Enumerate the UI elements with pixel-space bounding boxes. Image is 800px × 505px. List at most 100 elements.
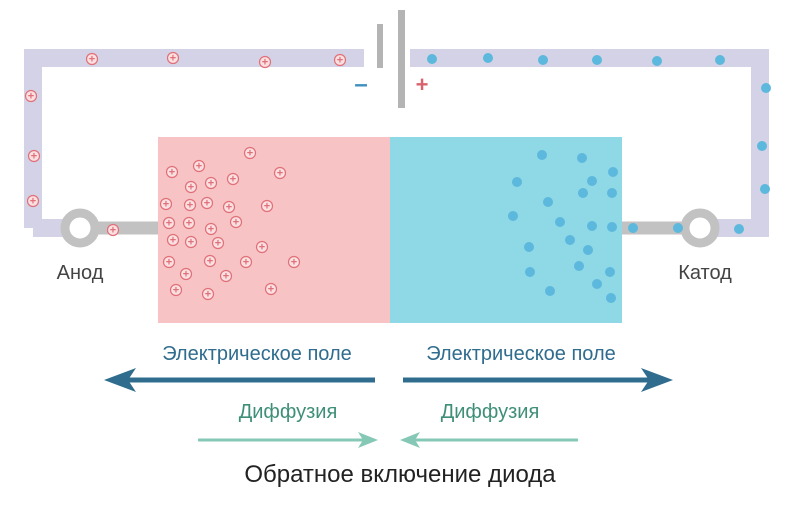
electron-particle bbox=[760, 184, 770, 194]
electron-particle bbox=[483, 53, 493, 63]
diffusion-label-right: Диффузия bbox=[441, 401, 540, 423]
electron-particle bbox=[524, 242, 534, 252]
electron-particle bbox=[592, 279, 602, 289]
electron-particle bbox=[537, 150, 547, 160]
hole-particle: + bbox=[24, 89, 38, 103]
svg-text:+: + bbox=[186, 218, 192, 230]
electron-particle bbox=[757, 141, 767, 151]
hole-particle: + bbox=[183, 198, 197, 212]
svg-text:+: + bbox=[337, 55, 343, 67]
diffusion-label-left: Диффузия bbox=[239, 401, 338, 423]
battery-short-plate bbox=[377, 24, 383, 68]
svg-text:+: + bbox=[89, 54, 95, 66]
svg-text:+: + bbox=[173, 285, 179, 297]
svg-text:+: + bbox=[28, 91, 34, 103]
hole-particle: + bbox=[264, 282, 278, 296]
hole-particle: + bbox=[239, 255, 253, 269]
battery-long-plate bbox=[398, 10, 405, 108]
electron-particle bbox=[761, 83, 771, 93]
electron-particle bbox=[578, 188, 588, 198]
electron-particle bbox=[512, 177, 522, 187]
electrons-group bbox=[427, 53, 771, 303]
hole-particle: + bbox=[255, 240, 269, 254]
svg-text:+: + bbox=[166, 218, 172, 230]
electron-particle bbox=[715, 55, 725, 65]
hole-particle: + bbox=[204, 222, 218, 236]
hole-particle: + bbox=[166, 51, 180, 65]
electron-particle bbox=[555, 217, 565, 227]
electric-field-label-left: Электрическое поле bbox=[162, 343, 352, 365]
svg-text:+: + bbox=[204, 198, 210, 210]
hole-particle: + bbox=[273, 166, 287, 180]
hole-particle: + bbox=[184, 235, 198, 249]
electron-particle bbox=[565, 235, 575, 245]
svg-text:+: + bbox=[262, 57, 268, 69]
hole-particle: + bbox=[106, 223, 120, 237]
battery bbox=[364, 10, 405, 108]
hole-particle: + bbox=[203, 254, 217, 268]
electron-particle bbox=[592, 55, 602, 65]
hole-particle: + bbox=[182, 216, 196, 230]
hole-particle: + bbox=[162, 255, 176, 269]
hole-particle: + bbox=[211, 236, 225, 250]
electron-particle bbox=[607, 222, 617, 232]
electron-particle bbox=[628, 223, 638, 233]
svg-text:+: + bbox=[215, 238, 221, 250]
hole-particle: + bbox=[169, 283, 183, 297]
svg-text:+: + bbox=[170, 53, 176, 65]
electron-particle bbox=[608, 167, 618, 177]
svg-text:+: + bbox=[205, 289, 211, 301]
electron-particle bbox=[574, 261, 584, 271]
battery-plus-sign: + bbox=[416, 72, 429, 97]
electron-particle bbox=[577, 153, 587, 163]
hole-particle: + bbox=[26, 194, 40, 208]
electron-particle bbox=[734, 224, 744, 234]
hole-particle: + bbox=[85, 52, 99, 66]
electron-particle bbox=[583, 245, 593, 255]
hole-particle: + bbox=[159, 197, 173, 211]
electron-particle bbox=[605, 267, 615, 277]
electron-particle bbox=[587, 221, 597, 231]
svg-text:+: + bbox=[233, 217, 239, 229]
svg-text:+: + bbox=[247, 148, 253, 160]
electron-particle bbox=[545, 286, 555, 296]
diffusion-arrowhead-left bbox=[358, 432, 378, 448]
hole-particle: + bbox=[166, 233, 180, 247]
hole-particle: + bbox=[204, 176, 218, 190]
svg-text:+: + bbox=[226, 202, 232, 214]
svg-text:+: + bbox=[208, 178, 214, 190]
svg-text:+: + bbox=[207, 256, 213, 268]
svg-text:+: + bbox=[277, 168, 283, 180]
hole-particle: + bbox=[27, 149, 41, 163]
svg-text:+: + bbox=[188, 182, 194, 194]
hole-particle: + bbox=[184, 180, 198, 194]
electron-particle bbox=[427, 54, 437, 64]
electron-particle bbox=[607, 188, 617, 198]
svg-text:+: + bbox=[196, 161, 202, 173]
electron-particle bbox=[587, 176, 597, 186]
svg-text:+: + bbox=[243, 257, 249, 269]
svg-text:+: + bbox=[188, 237, 194, 249]
electric-field-label-right: Электрическое поле bbox=[426, 343, 616, 365]
electron-particle bbox=[543, 197, 553, 207]
svg-text:+: + bbox=[223, 271, 229, 283]
hole-particle: + bbox=[192, 159, 206, 173]
n-region bbox=[390, 137, 622, 323]
anode-terminal bbox=[60, 208, 100, 248]
anode-label: Анод bbox=[57, 262, 104, 284]
hole-particle: + bbox=[162, 216, 176, 230]
hole-particle: + bbox=[333, 53, 347, 67]
svg-text:+: + bbox=[187, 200, 193, 212]
electron-particle bbox=[525, 267, 535, 277]
svg-text:+: + bbox=[291, 257, 297, 269]
svg-text:+: + bbox=[183, 269, 189, 281]
svg-text:+: + bbox=[259, 242, 265, 254]
electric-field-arrowhead-right bbox=[641, 368, 673, 392]
hole-particle: + bbox=[222, 200, 236, 214]
hole-particle: + bbox=[260, 199, 274, 213]
svg-text:+: + bbox=[268, 284, 274, 296]
svg-text:+: + bbox=[166, 257, 172, 269]
electric-field-arrowhead-left bbox=[104, 368, 136, 392]
diagram-caption: Обратное включение диода bbox=[244, 461, 556, 488]
